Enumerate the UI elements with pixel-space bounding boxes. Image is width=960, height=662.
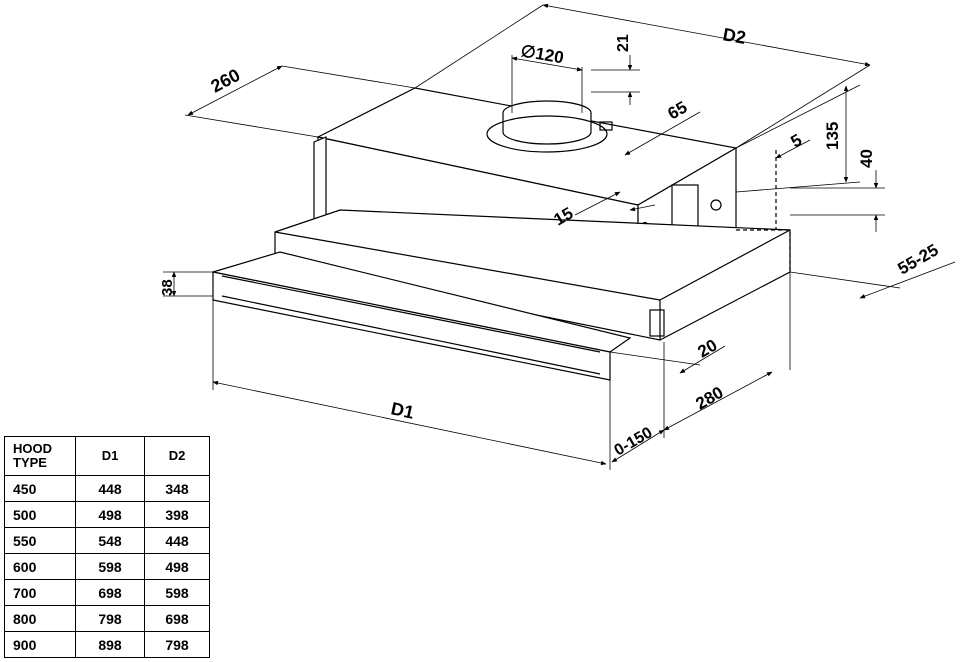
dim-280: 280 <box>693 383 727 414</box>
cell-type: 550 <box>4 527 76 554</box>
table-row: 450 448 348 <box>4 475 210 502</box>
header-d2: D2 <box>144 436 210 476</box>
cell-type: 800 <box>4 605 76 632</box>
cell-d1: 698 <box>75 579 145 606</box>
cell-d1: 548 <box>75 527 145 554</box>
dim-dia120: ∅120 <box>519 41 565 67</box>
dim-260: 260 <box>207 65 243 97</box>
dim-d1: D1 <box>389 398 416 422</box>
table-row: 550 548 448 <box>4 527 210 554</box>
cell-d2: 698 <box>144 605 210 632</box>
dim-0-150: 0-150 <box>612 424 656 459</box>
cell-d2: 498 <box>144 553 210 580</box>
cell-d1: 898 <box>75 631 145 658</box>
cell-type: 500 <box>4 501 76 528</box>
cell-d2: 398 <box>144 501 210 528</box>
dim-5: 5 <box>788 130 806 151</box>
cell-d1: 598 <box>75 553 145 580</box>
dim-21: 21 <box>615 34 632 52</box>
table-row: 500 498 398 <box>4 501 210 528</box>
duct-tab <box>599 121 613 131</box>
cell-d2: 798 <box>144 631 210 658</box>
dim-d2: D2 <box>721 24 747 48</box>
cell-type: 900 <box>4 631 76 658</box>
table-row: 600 598 498 <box>4 553 210 580</box>
table-row: 800 798 698 <box>4 605 210 632</box>
side-hole <box>710 199 722 211</box>
cell-d2: 598 <box>144 579 210 606</box>
dimension-lines <box>163 3 956 470</box>
hood-body <box>212 87 791 381</box>
duct-collar-body <box>502 113 592 145</box>
cell-d2: 448 <box>144 527 210 554</box>
dim-135: 135 <box>823 122 842 150</box>
duct-flange <box>486 115 608 153</box>
cell-d1: 498 <box>75 501 145 528</box>
cell-d1: 798 <box>75 605 145 632</box>
cell-type: 450 <box>4 475 76 502</box>
table-row: 700 698 598 <box>4 579 210 606</box>
table-row: 900 898 798 <box>4 631 210 658</box>
dim-40: 40 <box>857 149 876 168</box>
hidden-outline <box>736 229 791 272</box>
dim-20: 20 <box>695 336 721 362</box>
dim-38: 38 <box>159 279 176 296</box>
cell-d1: 448 <box>75 475 145 502</box>
cell-d2: 348 <box>144 475 210 502</box>
dim-55-25: 55-25 <box>895 240 942 278</box>
shelf-latch <box>649 309 665 337</box>
header-d1: D1 <box>75 436 145 476</box>
cell-type: 700 <box>4 579 76 606</box>
cell-type: 600 <box>4 553 76 580</box>
